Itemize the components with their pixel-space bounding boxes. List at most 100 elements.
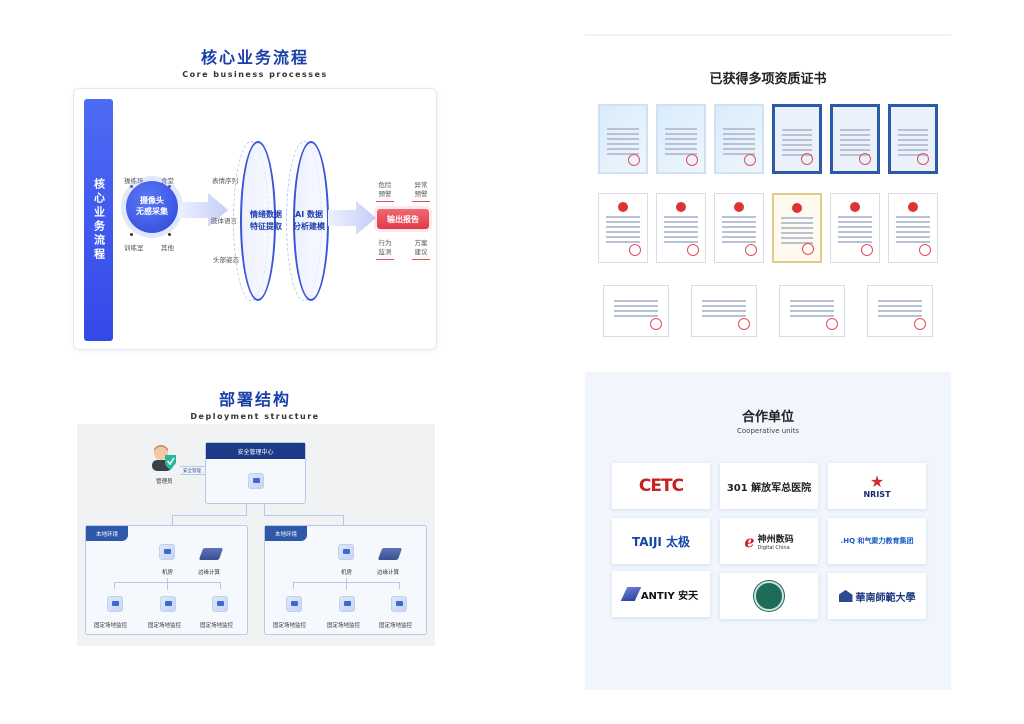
certificate-thumbnail[interactable] <box>691 285 757 337</box>
text-line <box>664 128 698 130</box>
certificate-thumbnail[interactable] <box>598 104 648 174</box>
text-line <box>838 226 872 228</box>
local-environment-box: 本地环境 机房 边缘计算 固定场地监控 固定场地监控 固定场地监控 <box>264 525 427 635</box>
certificate-thumbnail[interactable] <box>772 193 822 263</box>
cetc-logo: CETC <box>638 476 684 496</box>
deploy-title: 部署结构 <box>218 390 291 409</box>
seal-icon <box>914 318 926 330</box>
certificate-thumbnail[interactable] <box>830 104 880 174</box>
text-line <box>789 300 835 302</box>
certificate-thumbnail[interactable] <box>714 193 764 263</box>
certificate-thumbnail[interactable] <box>888 104 938 174</box>
text-line <box>613 310 659 312</box>
connector-line <box>180 466 205 467</box>
certificate-thumbnail[interactable] <box>830 193 880 263</box>
partner-logo-university[interactable] <box>720 573 818 619</box>
text-line <box>606 138 640 140</box>
text-line <box>897 129 929 131</box>
text-line <box>664 153 698 155</box>
text-line <box>664 226 698 228</box>
feature-label: 肢体语言 <box>211 217 237 225</box>
text-line <box>606 133 640 135</box>
pla301-logo: 301 解放军总医院 <box>726 482 812 494</box>
stage1-line1: 情绪数据 <box>250 210 282 219</box>
deployment-diagram: 管理员 安全管理 安全管理中心 本地环境 机房 边缘计算 固定场地监控 固定场地… <box>77 424 435 646</box>
partner-logo-antiy[interactable]: ANTIY 安天 <box>612 571 710 617</box>
monitor-label: 固定场地监控 <box>94 623 128 629</box>
seal-icon <box>802 243 814 255</box>
text-line <box>789 310 835 312</box>
certificate-thumbnail[interactable] <box>779 285 845 337</box>
text-line <box>896 226 930 228</box>
text-line <box>722 128 756 130</box>
partner-logo-digitalchina[interactable]: ℯ 神州数码 Digital China <box>720 518 818 564</box>
text-line <box>722 236 756 238</box>
text-line <box>701 310 747 312</box>
text-line <box>780 222 814 224</box>
output-line: 异常 <box>414 181 428 189</box>
seal-icon <box>686 154 698 166</box>
text-line <box>722 133 756 135</box>
partner-logo-cetc[interactable]: CETC <box>612 463 710 509</box>
server-room-icon <box>159 544 175 560</box>
env-tag: 本地环境 <box>265 526 307 541</box>
digitalchina-sub: Digital China <box>757 544 790 551</box>
nrist-logo: NRIST <box>863 489 891 499</box>
certificate-thumbnail[interactable] <box>714 104 764 174</box>
text-line <box>839 129 871 131</box>
text-line <box>781 129 813 131</box>
partner-logo-taiji[interactable]: TAIJI 太极 <box>612 518 710 564</box>
text-line <box>839 149 871 151</box>
connector-line <box>114 582 220 583</box>
text-line <box>896 241 930 243</box>
connector-line <box>293 582 399 583</box>
connector-line <box>172 515 247 516</box>
seal-icon <box>745 244 757 256</box>
source-dot <box>130 233 133 236</box>
emblem-icon <box>908 202 918 212</box>
digitalchina-logo: 神州数码 <box>757 534 794 545</box>
certificate-thumbnail[interactable] <box>598 193 648 263</box>
text-line <box>606 241 640 243</box>
security-center-box: 安全管理中心 <box>205 442 306 504</box>
emblem-icon <box>850 202 860 212</box>
core-title: 核心业务流程 <box>200 48 309 67</box>
feature-label: 表情序列 <box>212 177 238 185</box>
text-line <box>664 138 698 140</box>
text-line <box>701 305 747 307</box>
certificate-thumbnail[interactable] <box>888 193 938 263</box>
output-line: 预警 <box>414 190 428 199</box>
partner-logo-hq[interactable]: .HQ 和气聚力教育集团 <box>828 518 926 564</box>
seal-icon <box>917 153 929 165</box>
monitor-icon <box>248 473 264 489</box>
admin-avatar-icon <box>152 445 176 471</box>
connector-line <box>220 582 221 589</box>
text-line <box>606 128 640 130</box>
text-line <box>838 236 872 238</box>
partner-logo-301[interactable]: 301 解放军总医院 <box>720 463 818 509</box>
partner-logo-scnu[interactable]: 華南師範大學 <box>828 573 926 619</box>
certificate-thumbnail[interactable] <box>603 285 669 337</box>
text-line <box>896 236 930 238</box>
output-label: 方案 建议 <box>412 239 430 260</box>
stage1-line2: 特征提取 <box>250 221 282 231</box>
certificate-thumbnail[interactable] <box>656 104 706 174</box>
room-label: 机房 <box>162 570 174 576</box>
seal-icon <box>859 153 871 165</box>
certs-title: 已获得多项资质证书 <box>709 72 827 87</box>
text-line <box>839 144 871 146</box>
certificate-thumbnail[interactable] <box>656 193 706 263</box>
partners-title: 合作单位 <box>741 410 794 425</box>
text-line <box>664 143 698 145</box>
monitor-label: 固定场地监控 <box>273 623 307 629</box>
output-report-button[interactable]: 输出报告 <box>377 209 429 229</box>
star-icon: ★ <box>869 471 885 491</box>
section-divider <box>585 34 951 36</box>
text-line <box>780 237 814 239</box>
certificate-thumbnail[interactable] <box>867 285 933 337</box>
certificate-thumbnail[interactable] <box>772 104 822 174</box>
seal-icon <box>629 244 641 256</box>
core-sidebar-label: 核心业务流程 <box>84 99 113 341</box>
stage2-line1: AI 数据 <box>295 210 323 219</box>
partner-logo-nrist[interactable]: ★ NRIST <box>828 463 926 509</box>
